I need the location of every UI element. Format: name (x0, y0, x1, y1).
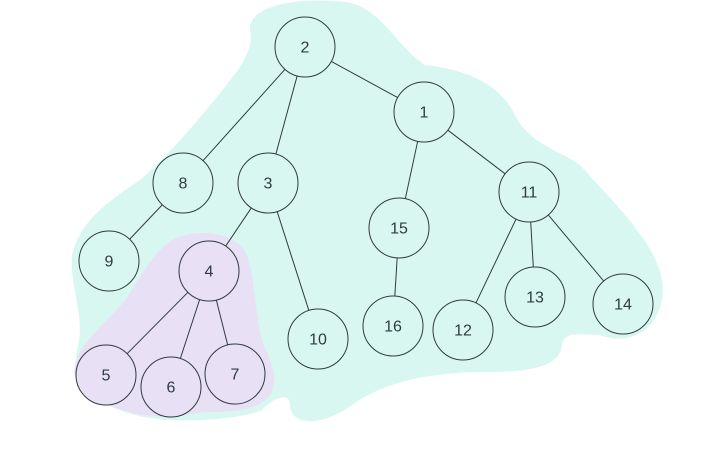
edge-2-1 (331, 60, 398, 99)
node-circle (368, 197, 430, 259)
node-label: 8 (179, 176, 188, 193)
node-11: 11 (498, 161, 560, 223)
node-circle (592, 273, 654, 335)
node-circle (140, 356, 202, 418)
node-label: 1 (420, 105, 429, 122)
edge-4-6 (179, 299, 201, 359)
node-16: 16 (362, 295, 424, 357)
nodes-layer: 2 1 8 3 15 11 9 4 13 14 10 16 12 5 6 7 (75, 16, 654, 418)
edge-1-11 (447, 129, 506, 175)
edge-4-7 (215, 299, 229, 346)
edge-2-3 (275, 75, 298, 155)
node-circle (75, 344, 137, 406)
node-8: 8 (152, 152, 214, 214)
node-6: 6 (140, 356, 202, 418)
node-3: 3 (237, 152, 299, 214)
node-label: 4 (205, 264, 214, 281)
edge-3-4 (225, 207, 252, 247)
node-circle (204, 343, 266, 405)
edge-8-9 (129, 204, 163, 240)
node-label: 16 (384, 319, 402, 336)
node-circle (362, 295, 424, 357)
node-label: 9 (105, 254, 114, 271)
edge-11-12 (475, 218, 517, 304)
node-10: 10 (287, 308, 349, 370)
node-2: 2 (274, 16, 336, 78)
node-14: 14 (592, 273, 654, 335)
node-4: 4 (178, 240, 240, 302)
node-circle (78, 230, 140, 292)
node-9: 9 (78, 230, 140, 292)
node-circle (274, 16, 336, 78)
edge-15-16 (394, 257, 398, 297)
edges-layer (126, 60, 605, 359)
node-label: 5 (102, 368, 111, 385)
node-label: 10 (309, 332, 327, 349)
node-circle (432, 299, 494, 361)
node-label: 13 (526, 290, 544, 307)
node-label: 15 (390, 221, 408, 238)
node-label: 3 (264, 176, 273, 193)
edge-4-5 (126, 291, 189, 355)
node-circle (393, 81, 455, 143)
edge-11-13 (530, 221, 534, 268)
node-5: 5 (75, 344, 137, 406)
node-circle (237, 152, 299, 214)
node-label: 7 (231, 367, 240, 384)
node-15: 15 (368, 197, 430, 259)
node-13: 13 (504, 266, 566, 328)
node-label: 2 (301, 40, 310, 57)
edge-3-10 (276, 211, 310, 311)
regions-layer (71, 0, 663, 422)
node-circle (178, 240, 240, 302)
node-circle (287, 308, 349, 370)
edge-11-14 (547, 214, 605, 282)
node-circle (152, 152, 214, 214)
node-circle (498, 161, 560, 223)
node-label: 14 (614, 297, 632, 314)
edge-1-15 (404, 141, 419, 199)
node-circle (504, 266, 566, 328)
node-label: 12 (454, 323, 472, 340)
node-12: 12 (432, 299, 494, 361)
node-label: 11 (521, 185, 538, 202)
node-1: 1 (393, 81, 455, 143)
edge-2-8 (202, 68, 286, 162)
node-label: 6 (167, 380, 176, 397)
node-7: 7 (204, 343, 266, 405)
